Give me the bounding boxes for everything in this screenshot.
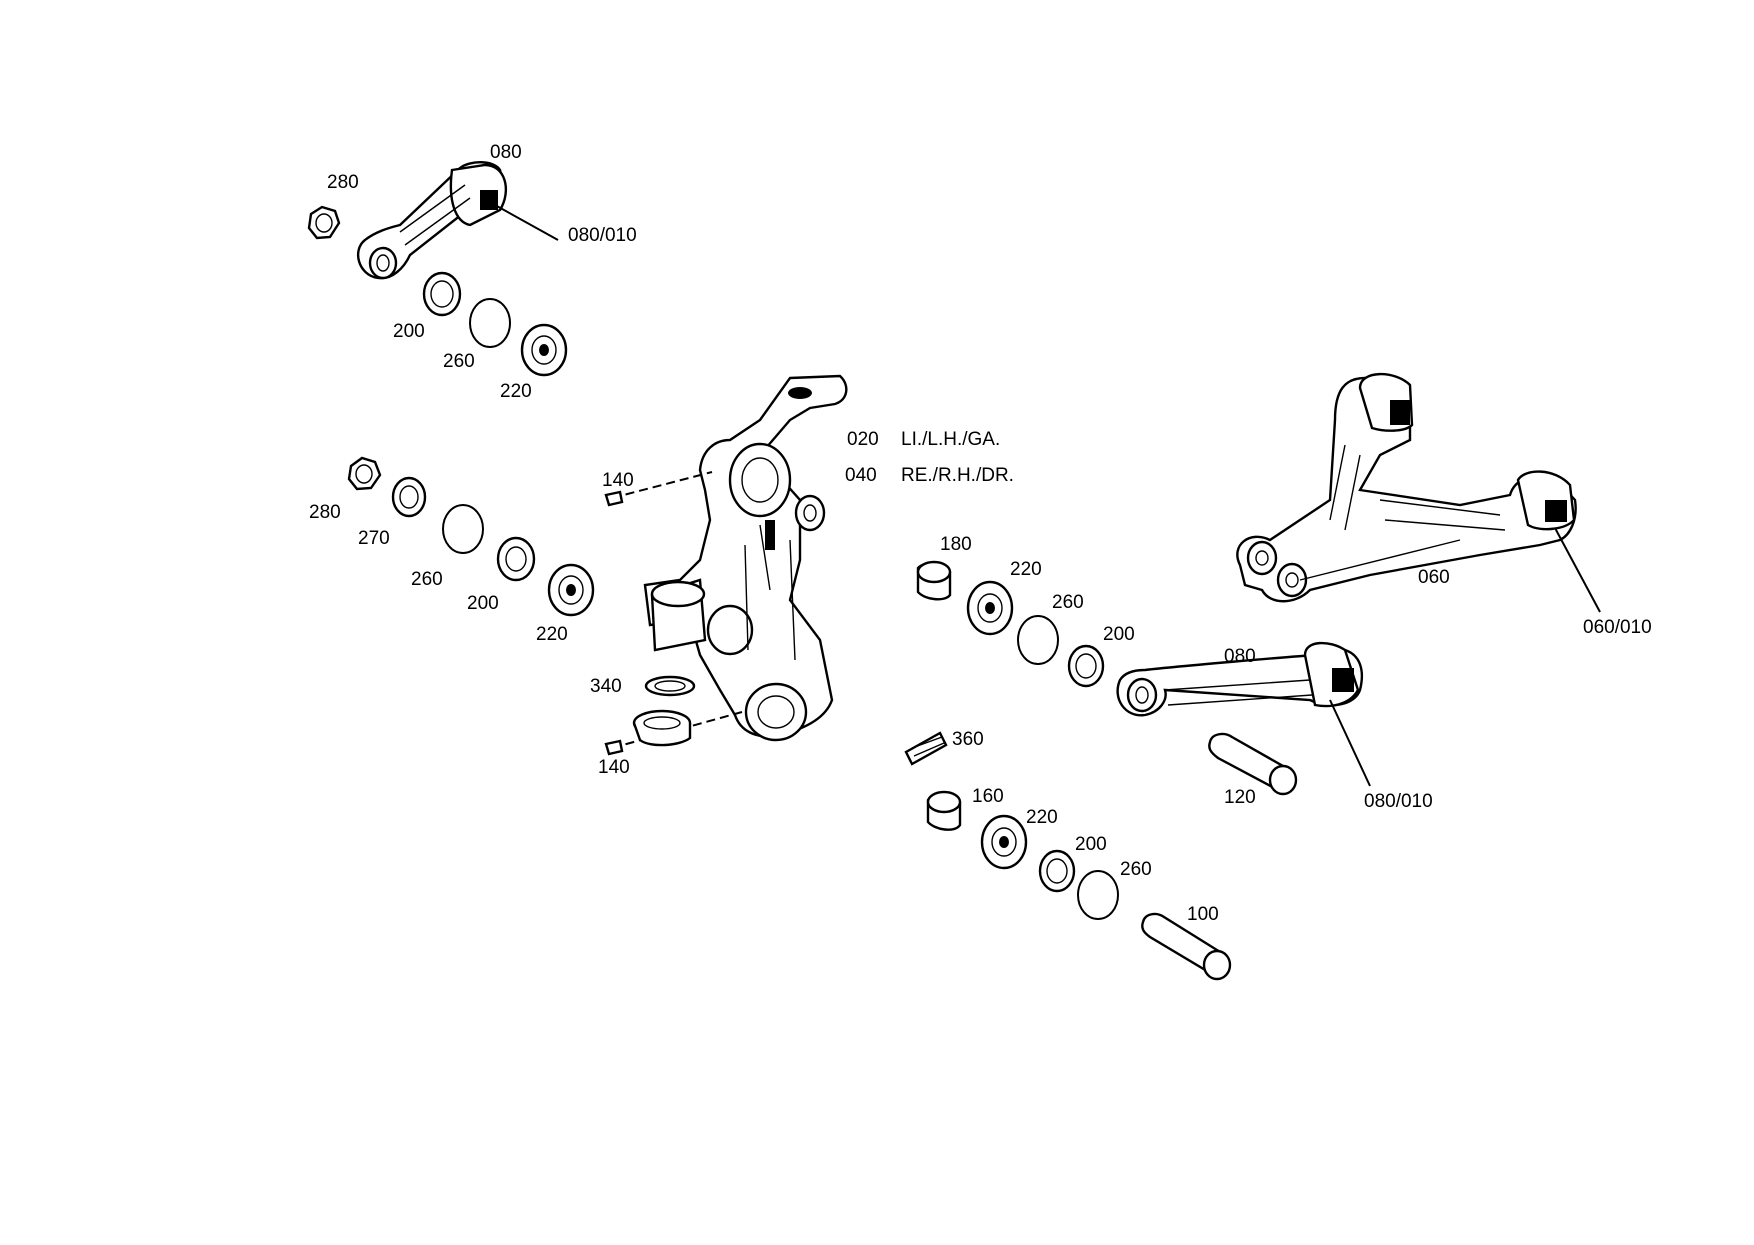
label-top-200: 200 xyxy=(393,321,425,342)
low-washer-200 xyxy=(1038,849,1076,893)
left-ring-260 xyxy=(442,504,484,554)
pin-120 xyxy=(1208,732,1298,796)
leader-top-080-010 xyxy=(494,204,559,241)
screw-140-upper xyxy=(604,490,624,507)
label-mid-080: 080 xyxy=(1224,646,1256,667)
mid-bearing-220 xyxy=(966,580,1014,636)
label-mid-080-010: 080/010 xyxy=(1364,791,1433,812)
bearing-below-knuckle xyxy=(632,709,692,747)
label-left-220: 220 xyxy=(536,624,568,645)
bushing-180 xyxy=(916,560,952,601)
legend-040-num: 040 xyxy=(845,465,877,486)
steering-knuckle xyxy=(643,374,848,742)
legend-020-text: LI./L.H./GA. xyxy=(901,429,1000,450)
pin-100 xyxy=(1141,912,1232,981)
label-180: 180 xyxy=(940,534,972,555)
label-140-upper: 140 xyxy=(602,470,634,491)
top-arm-080 xyxy=(356,161,508,280)
label-mid-260: 260 xyxy=(1052,592,1084,613)
label-120: 120 xyxy=(1224,787,1256,808)
legend-020-num: 020 xyxy=(847,429,879,450)
label-360: 360 xyxy=(952,729,984,750)
label-low-260: 260 xyxy=(1120,859,1152,880)
label-top-220: 220 xyxy=(500,381,532,402)
left-washer-270 xyxy=(391,476,427,518)
bushing-160 xyxy=(926,790,962,831)
left-bearing-220 xyxy=(547,563,595,617)
label-100: 100 xyxy=(1187,904,1219,925)
top-bearing-220 xyxy=(520,323,568,377)
top-nut-280 xyxy=(307,205,341,240)
left-nut-280 xyxy=(347,456,382,491)
left-washer-200 xyxy=(496,536,536,582)
label-left-270: 270 xyxy=(358,528,390,549)
mid-ring-260 xyxy=(1017,615,1059,665)
legend-040-text: RE./R.H./DR. xyxy=(901,465,1014,486)
label-low-220: 220 xyxy=(1026,807,1058,828)
mid-arm-080 xyxy=(1116,641,1364,717)
low-ring-260 xyxy=(1077,870,1119,920)
label-160: 160 xyxy=(972,786,1004,807)
leader-mid-080-010 xyxy=(1329,699,1371,787)
label-mid-220: 220 xyxy=(1010,559,1042,580)
label-top-280: 280 xyxy=(327,172,359,193)
label-low-200: 200 xyxy=(1075,834,1107,855)
label-left-260: 260 xyxy=(411,569,443,590)
label-left-280: 280 xyxy=(309,502,341,523)
control-arm-060 xyxy=(1236,372,1577,603)
spring-pin-360 xyxy=(904,731,948,766)
label-top-080-010: 080/010 xyxy=(568,225,637,246)
label-top-080: 080 xyxy=(490,142,522,163)
callout-labels: 080 080/010 280 200 260 220 280 270 260 … xyxy=(309,142,1652,925)
screw-140-lower xyxy=(604,739,624,756)
leader-060-010 xyxy=(1554,527,1601,613)
label-060-010: 060/010 xyxy=(1583,617,1652,638)
label-140-lower: 140 xyxy=(598,757,630,778)
label-top-260: 260 xyxy=(443,351,475,372)
label-mid-200: 200 xyxy=(1103,624,1135,645)
label-left-200: 200 xyxy=(467,593,499,614)
seal-340 xyxy=(644,675,696,697)
top-ring-260 xyxy=(469,298,511,348)
top-washer-200 xyxy=(422,271,462,317)
low-bearing-220 xyxy=(980,814,1028,870)
mid-washer-200 xyxy=(1067,644,1105,688)
label-340: 340 xyxy=(590,676,622,697)
label-060: 060 xyxy=(1418,567,1450,588)
